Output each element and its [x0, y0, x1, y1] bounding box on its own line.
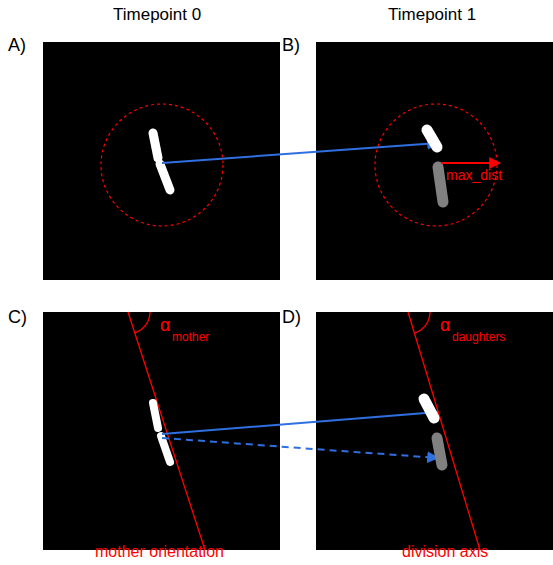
mother-cell — [153, 403, 158, 428]
panel-d — [316, 312, 553, 550]
line-label: mother orientation — [95, 543, 224, 561]
angle-arc — [414, 312, 430, 333]
division-axis-line — [408, 312, 480, 550]
panel-a — [43, 42, 280, 280]
panel-letter: D) — [282, 308, 301, 328]
panel-b — [316, 42, 553, 280]
mother-cell — [160, 164, 170, 190]
mother-cell — [153, 133, 158, 158]
max-dist-arrow — [441, 162, 500, 164]
column-heading: Timepoint 0 — [113, 6, 201, 25]
angle-subscript: mother — [172, 331, 209, 344]
daughter-cell — [437, 438, 442, 465]
daughter-cell — [438, 167, 443, 202]
tracking-arrow-dashed — [162, 438, 438, 458]
search-radius — [375, 104, 497, 226]
daughter-cell — [427, 130, 437, 147]
tracking-arrow — [162, 412, 438, 434]
angle-arc — [135, 312, 150, 333]
tracking-arrow — [162, 143, 438, 163]
panel-c — [43, 312, 280, 550]
panel-letter: C) — [8, 308, 27, 328]
column-heading: Timepoint 1 — [388, 6, 476, 25]
mother-cell — [161, 436, 170, 462]
daughter-cell — [424, 399, 434, 418]
angle-symbol: α — [440, 316, 450, 336]
panel-letter: A) — [8, 36, 26, 56]
panel-letter: B) — [282, 36, 300, 56]
search-radius — [101, 104, 223, 226]
line-label: division axis — [402, 543, 488, 561]
dimension-label: max_dist — [446, 168, 502, 183]
angle-subscript: daughters — [452, 331, 505, 344]
angle-symbol: α — [160, 316, 170, 336]
